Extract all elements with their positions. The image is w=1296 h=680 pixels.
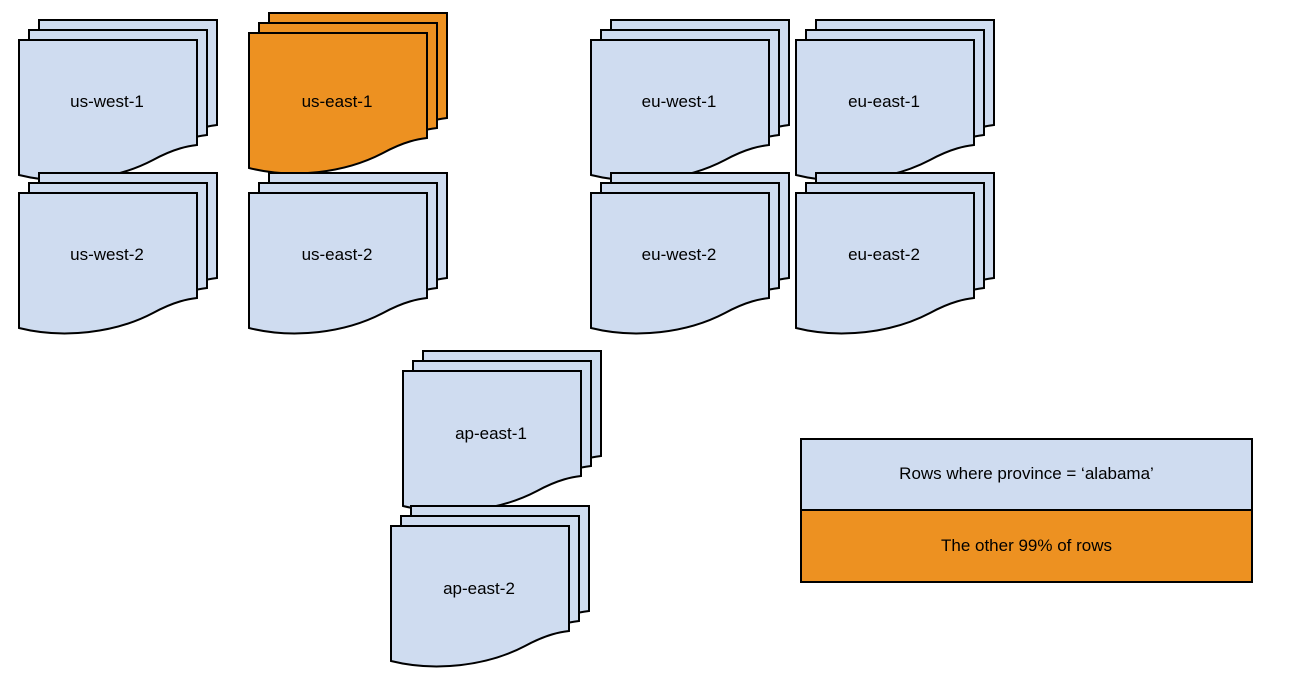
document-stack-ap-east-1[interactable]: ap-east-1 — [402, 350, 604, 513]
sheet-front — [390, 525, 570, 668]
document-stack-us-east-2[interactable]: us-east-2 — [248, 172, 450, 335]
document-stack-ap-east-2[interactable]: ap-east-2 — [390, 505, 592, 668]
sheet-front — [248, 192, 428, 335]
document-stack-us-west-1[interactable]: us-west-1 — [18, 19, 220, 182]
legend-box: Rows where province = ‘alabama’ The other… — [800, 438, 1253, 583]
document-stack-us-west-2[interactable]: us-west-2 — [18, 172, 220, 335]
sheet-front — [248, 32, 428, 175]
sheet-front — [795, 39, 975, 182]
sheet-front — [590, 39, 770, 182]
document-stack-eu-west-1[interactable]: eu-west-1 — [590, 19, 792, 182]
legend-blue: Rows where province = ‘alabama’ — [802, 440, 1251, 511]
document-stack-eu-east-2[interactable]: eu-east-2 — [795, 172, 997, 335]
sheet-front — [18, 39, 198, 182]
legend-orange-label: The other 99% of rows — [940, 535, 1113, 555]
sheet-front — [402, 370, 582, 513]
sheet-front — [590, 192, 770, 335]
legend-orange: The other 99% of rows — [802, 510, 1251, 581]
sheet-front — [18, 192, 198, 335]
document-stack-us-east-1[interactable]: us-east-1 — [248, 12, 450, 175]
document-stack-eu-west-2[interactable]: eu-west-2 — [590, 172, 792, 335]
document-stack-eu-east-1[interactable]: eu-east-1 — [795, 19, 997, 182]
legend-blue-label: Rows where province = ‘alabama’ — [899, 464, 1154, 484]
sheet-front — [795, 192, 975, 335]
